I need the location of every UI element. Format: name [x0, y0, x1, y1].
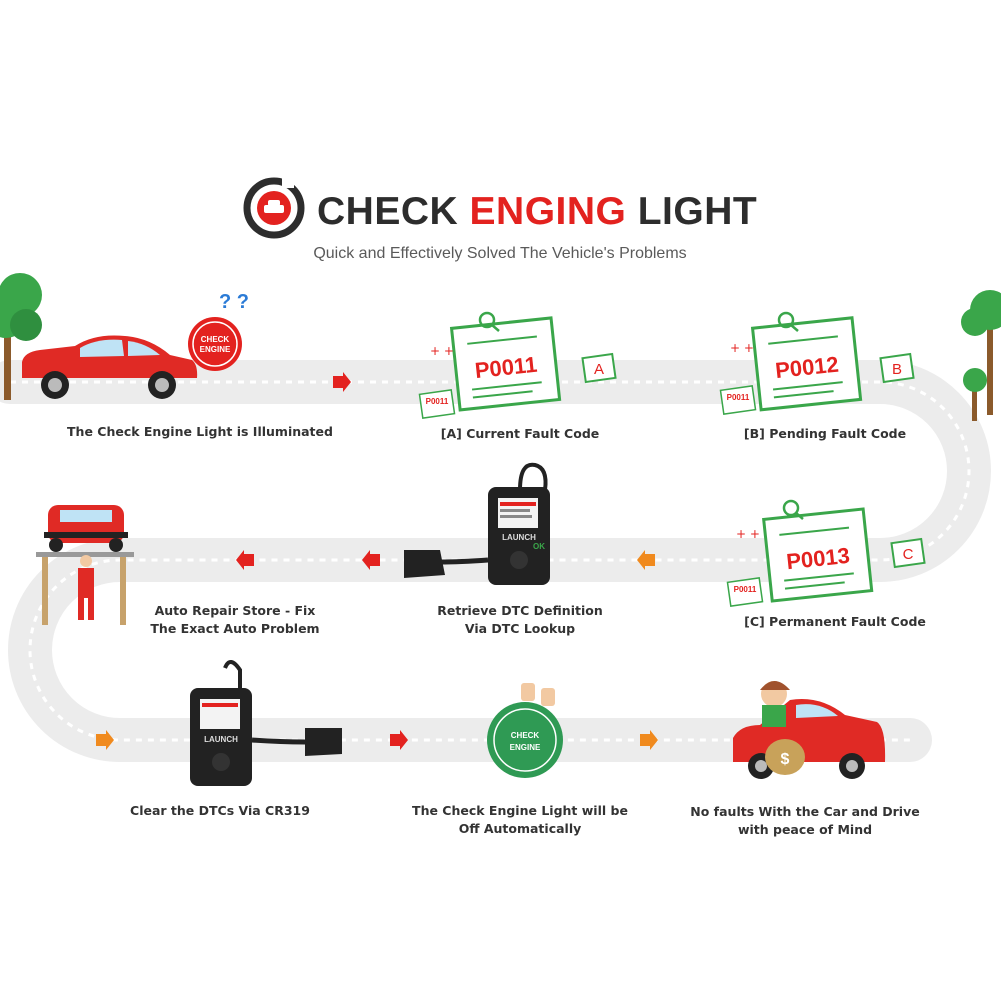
- arrow-down-icon: [96, 730, 114, 750]
- caption-line: Clear the DTCs Via CR319: [130, 803, 310, 818]
- magnifier-icon: [478, 311, 500, 332]
- fault-card-b: P0012: [750, 316, 863, 412]
- mini-card-a: [418, 389, 456, 419]
- caption-line: [B] Pending Fault Code: [743, 426, 907, 441]
- caption-line: Via DTC Lookup: [464, 621, 576, 636]
- tree-right-icon: [961, 290, 1001, 421]
- badge-engine-green: ENGINE: [510, 743, 541, 752]
- caption-line: Auto Repair Store - Fix: [154, 603, 316, 618]
- letter-b: B: [892, 361, 902, 378]
- arrow-left-icon: [236, 550, 254, 570]
- check-engine-logo-icon: [243, 176, 305, 239]
- car-on-lift-icon: [36, 505, 134, 625]
- sparkle-icon: + +: [730, 341, 754, 355]
- caption-light-off: The Check Engine Light will be Off Autom…: [410, 802, 630, 838]
- caption-permanent-fault: [C] Permanent Fault Code: [725, 613, 945, 631]
- mini-card-b: [719, 385, 757, 415]
- magnifier-icon: [777, 311, 799, 332]
- caption-line: Off Automatically: [458, 821, 582, 836]
- sparkle-icon: + +: [736, 527, 760, 541]
- page-title: CHECK ENGING LIGHT: [317, 190, 757, 234]
- letter-box-a: [581, 352, 617, 384]
- letter-c: C: [903, 546, 914, 563]
- caption-no-faults: No faults With the Car and Drive with pe…: [685, 803, 925, 839]
- letter-box-b: [879, 352, 915, 384]
- arrow-right-icon: [640, 730, 658, 750]
- caption-current-fault: [A] Current Fault Code: [420, 425, 620, 443]
- badge-check-label: CHECK: [201, 335, 230, 344]
- mini-code-a: P0011: [426, 397, 449, 406]
- arrow-left-icon: [637, 550, 655, 570]
- device-brand-top: LAUNCH: [502, 533, 536, 542]
- caption-line: [A] Current Fault Code: [440, 426, 600, 441]
- caption-line: The Check Engine Light will be: [412, 803, 628, 818]
- question-marks: ? ?: [219, 291, 249, 313]
- fault-card-a: P0011: [449, 316, 562, 412]
- caption-pending-fault: [B] Pending Fault Code: [725, 425, 925, 443]
- letter-a: A: [594, 361, 604, 378]
- caption-retrieve-dtc: Retrieve DTC Definition Via DTC Lookup: [420, 602, 620, 638]
- caption-line: No faults With the Car and Drive: [690, 804, 920, 819]
- mini-code-c: P0011: [734, 585, 757, 594]
- money-bag-icon: $: [781, 751, 790, 768]
- mini-code-b: P0011: [727, 393, 750, 402]
- magnifier-icon: [782, 499, 804, 520]
- check-engine-off-icon: CHECK ENGINE: [487, 702, 563, 778]
- caption-line: The Check Engine Light is Illuminated: [67, 424, 333, 439]
- obd-scanner-icon: LAUNCH OK: [404, 462, 550, 585]
- caption-line: with peace of Mind: [737, 822, 873, 837]
- caption-clear-dtc: Clear the DTCs Via CR319: [120, 802, 320, 820]
- happy-driver-car-icon: $: [733, 681, 886, 779]
- thumbs-up-icon: [521, 683, 555, 706]
- fault-card-c: P0013: [762, 507, 874, 603]
- device-ok-top: OK: [533, 542, 545, 551]
- tree-left-icon: [0, 273, 42, 400]
- caption-repair-store: Auto Repair Store - Fix The Exact Auto P…: [135, 602, 335, 638]
- title-word-light: LIGHT: [637, 190, 758, 233]
- badge-engine-label: ENGINE: [200, 345, 231, 354]
- mini-card-c: [726, 577, 764, 607]
- page-subtitle: Quick and Effectively Solved The Vehicle…: [313, 245, 687, 262]
- arrow-left-icon: [362, 550, 380, 570]
- red-car-icon: [22, 335, 198, 399]
- arrow-right-icon: [333, 372, 351, 392]
- header: CHECK ENGING LIGHT: [242, 176, 762, 246]
- letter-box-c: [890, 537, 926, 569]
- badge-check-green: CHECK: [511, 731, 540, 740]
- arrow-right-icon: [390, 730, 408, 750]
- caption-line: [C] Permanent Fault Code: [744, 614, 926, 629]
- title-word-check: CHECK: [317, 190, 459, 233]
- sparkle-icon: + +: [430, 344, 454, 358]
- caption-line: Retrieve DTC Definition: [437, 603, 603, 618]
- caption-illuminated: The Check Engine Light is Illuminated: [60, 423, 340, 441]
- title-word-enging: ENGING: [469, 190, 627, 233]
- caption-line: The Exact Auto Problem: [150, 621, 320, 636]
- check-engine-warning-icon: CHECK ENGINE: [188, 317, 242, 371]
- device-brand-bottom: LAUNCH: [204, 735, 238, 744]
- obd-scanner-clear-icon: LAUNCH: [190, 660, 342, 786]
